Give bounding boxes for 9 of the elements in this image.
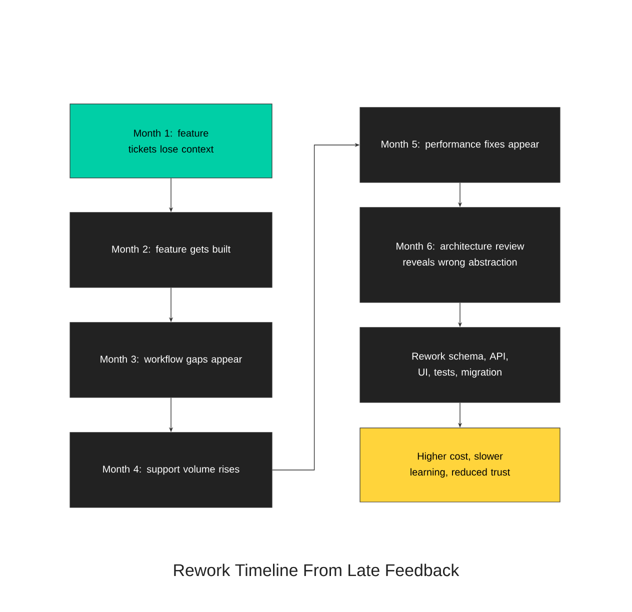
process-box: Month 3: workflow gaps appear — [70, 322, 272, 398]
process-box: Month 1: feature tickets lose context — [70, 104, 272, 178]
process-box: Rework schema, API, UI, tests, migration — [360, 327, 560, 403]
process-box: Month 6: architecture review reveals wrong abstraction — [360, 207, 560, 303]
process-box: Month 4: support volume rises — [70, 432, 272, 508]
process-box: Month 2: feature gets built — [70, 212, 272, 288]
process-box: Month 5: performance fixes appear — [360, 107, 560, 183]
process-box: Higher cost, slower learning, reduced trust — [360, 428, 560, 502]
title: Rework Timeline From Late Feedback — [174, 564, 460, 576]
